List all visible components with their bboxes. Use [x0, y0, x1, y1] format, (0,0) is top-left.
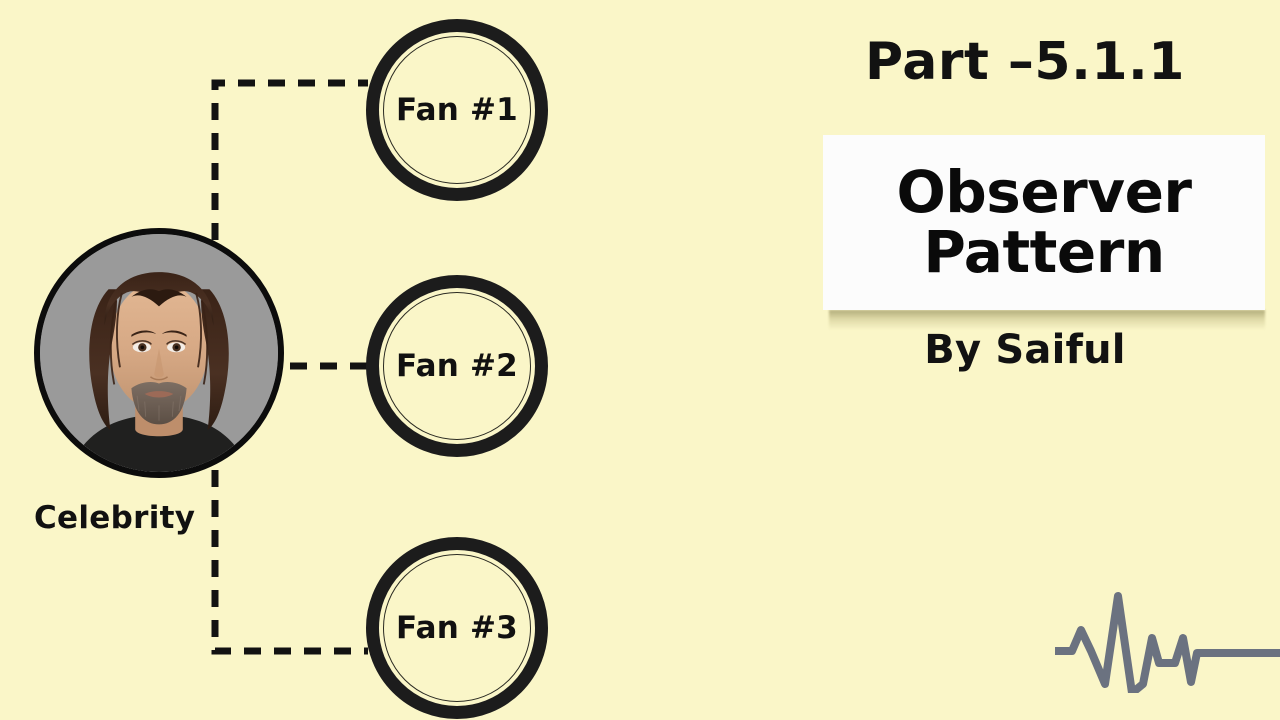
title-card: Observer Pattern — [823, 135, 1265, 310]
fan-node-3: Fan #3 — [366, 537, 548, 719]
title-card-shadow — [829, 310, 1265, 330]
fan-label-1: Fan #1 — [396, 92, 518, 128]
fan-label-2: Fan #2 — [396, 348, 518, 384]
byline: By Saiful — [924, 327, 1126, 373]
celebrity-node: Celebrity — [34, 228, 288, 536]
celebrity-portrait-illustration — [40, 234, 278, 472]
avatar — [34, 228, 284, 478]
ecg-waveform-path — [1055, 592, 1280, 693]
ecg-waveform-icon — [1055, 558, 1280, 693]
title-card-wrapper: Observer Pattern — [823, 135, 1265, 330]
title-panel: Part –5.1.1 Observer Pattern By Saiful — [790, 0, 1280, 720]
fan-node-2: Fan #2 — [366, 275, 548, 457]
title-line-1: Observer — [896, 158, 1192, 227]
part-number-label: Part –5.1.1 — [865, 32, 1185, 92]
fan-node-1: Fan #1 — [366, 19, 548, 201]
title-line-2: Pattern — [923, 217, 1165, 286]
fan-label-3: Fan #3 — [396, 610, 518, 646]
celebrity-label: Celebrity — [34, 500, 196, 536]
